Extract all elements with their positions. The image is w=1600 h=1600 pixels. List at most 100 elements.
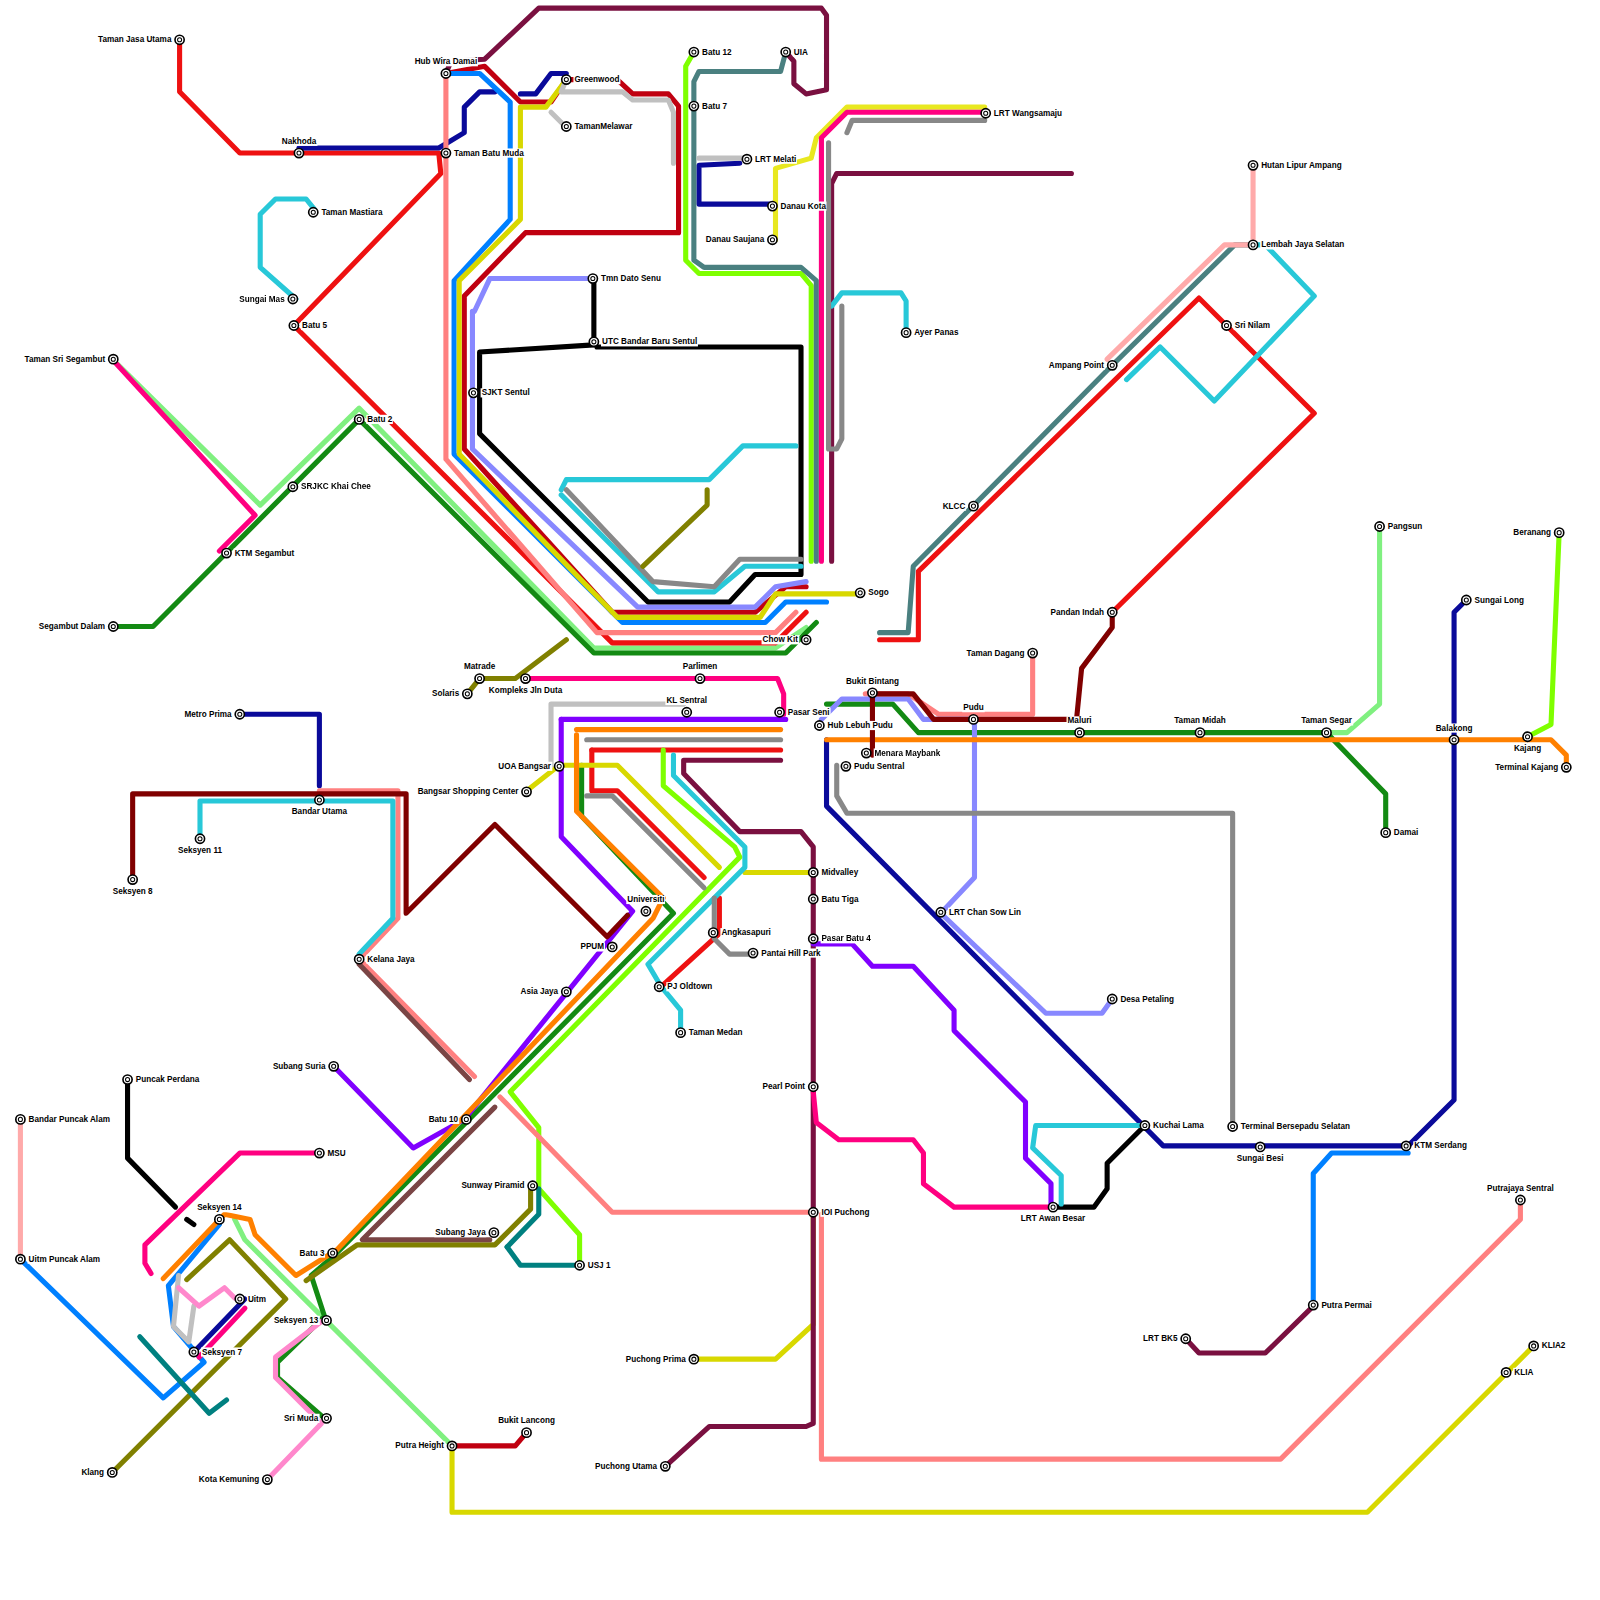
rail-line	[686, 52, 812, 561]
station-label: KTM Segambut	[234, 548, 295, 557]
station-marker	[447, 1441, 456, 1450]
station-marker-ring	[784, 50, 788, 54]
rail-line	[452, 1433, 526, 1446]
station-label: Puchong Utama	[594, 1462, 658, 1471]
station-label: Kota Kemuning	[198, 1475, 260, 1484]
station-marker-ring	[1224, 323, 1228, 327]
station-marker	[742, 155, 751, 164]
station-marker	[109, 355, 118, 364]
station-label: Sri Muda	[283, 1414, 320, 1423]
station-label: Balakong	[1435, 723, 1474, 732]
rail-line	[500, 1097, 813, 1212]
station-label: Danau Kota	[780, 202, 827, 211]
station-label: KLCC	[942, 502, 967, 511]
station-marker	[441, 69, 450, 78]
station-marker-ring	[811, 937, 815, 941]
station-label: MSU	[327, 1148, 347, 1157]
station-label: Sogo	[867, 588, 889, 597]
station-marker-ring	[332, 1064, 336, 1068]
station-marker	[322, 1414, 331, 1423]
station-marker-ring	[711, 931, 715, 935]
station-marker-ring	[657, 985, 661, 989]
station-label: Pudu Sentral	[853, 762, 905, 771]
station-label: Putra Permai	[1320, 1300, 1372, 1309]
station-label: Bandar Puncak Alam	[28, 1115, 111, 1124]
station-marker	[108, 1468, 117, 1477]
station-marker-ring	[770, 204, 774, 208]
station-marker-ring	[523, 677, 527, 681]
station-marker-ring	[111, 357, 115, 361]
station-marker	[809, 868, 818, 877]
station-marker-ring	[564, 78, 568, 82]
rail-line	[1053, 1126, 1145, 1208]
station-label: TamanMelawar	[573, 122, 633, 131]
station-marker	[689, 47, 698, 56]
station-marker	[562, 122, 571, 131]
rail-line	[551, 704, 684, 765]
station-marker	[1562, 763, 1571, 772]
station-marker-ring	[464, 1117, 468, 1121]
rail-line	[880, 245, 1253, 633]
station-marker-ring	[524, 1431, 528, 1435]
rail-line	[446, 66, 806, 612]
station-marker-ring	[465, 692, 469, 696]
station-marker	[128, 875, 137, 884]
station-label: Sungai Mas	[238, 294, 285, 303]
station-label: Seksyen 13	[273, 1316, 320, 1325]
station-marker-ring	[1258, 1145, 1262, 1149]
station-marker-ring	[692, 1357, 696, 1361]
station-label: UIA	[793, 47, 809, 56]
station-marker-ring	[1251, 163, 1255, 167]
station-label: Lembah Jaya Selatan	[1260, 240, 1345, 249]
rail-line	[179, 1288, 235, 1306]
station-label: Batu Tiga	[820, 894, 859, 903]
station-marker	[695, 674, 704, 683]
rail-line	[18, 1119, 23, 1259]
rail-line	[112, 359, 255, 551]
station-marker	[1375, 522, 1384, 531]
station-label: Puncak Perdana	[135, 1075, 201, 1084]
station-marker	[1140, 1121, 1149, 1130]
rail-line	[334, 719, 633, 1148]
station-marker	[309, 208, 318, 217]
station-marker-ring	[444, 151, 448, 155]
station-marker	[809, 1208, 818, 1217]
station-marker-ring	[324, 1416, 328, 1420]
station-marker	[1048, 1203, 1057, 1212]
station-marker-ring	[311, 210, 315, 214]
station-marker	[489, 1228, 498, 1237]
station-marker	[441, 148, 450, 157]
station-marker-ring	[238, 712, 242, 716]
station-label: Damai	[1393, 828, 1420, 837]
station-marker	[555, 762, 564, 771]
station-marker	[802, 635, 811, 644]
station-marker	[315, 1148, 324, 1157]
station-label: UTC Bandar Baru Sentul	[601, 337, 698, 346]
station-label: Ampang Point	[1048, 361, 1105, 370]
rail-line	[278, 765, 674, 1418]
station-marker-ring	[1378, 524, 1382, 528]
station-label: Ayer Panas	[913, 328, 959, 337]
station-marker	[1222, 321, 1231, 330]
station-marker	[676, 1028, 685, 1037]
station-label: Asia Jaya	[519, 987, 559, 996]
station-marker-ring	[1557, 531, 1561, 535]
station-label: PJ Oldtown	[666, 982, 713, 991]
station-marker-ring	[564, 124, 568, 128]
station-marker-ring	[18, 1257, 22, 1261]
station-marker	[322, 1316, 331, 1325]
rail-line	[745, 870, 813, 875]
station-label: Taman Sri Segambut	[23, 355, 106, 364]
station-marker	[562, 987, 571, 996]
station-marker-ring	[858, 591, 862, 595]
station-label: Sri Nilam	[1234, 321, 1271, 330]
station-marker	[562, 75, 571, 84]
station-label: Pearl Point	[761, 1082, 806, 1091]
rail-line	[1528, 533, 1560, 737]
station-label: Sunway Piramid	[460, 1181, 525, 1190]
rail-line	[813, 944, 1051, 1207]
station-marker-ring	[224, 551, 228, 555]
station-marker	[1523, 732, 1532, 741]
rail-line	[299, 92, 495, 148]
station-marker-ring	[751, 951, 755, 955]
